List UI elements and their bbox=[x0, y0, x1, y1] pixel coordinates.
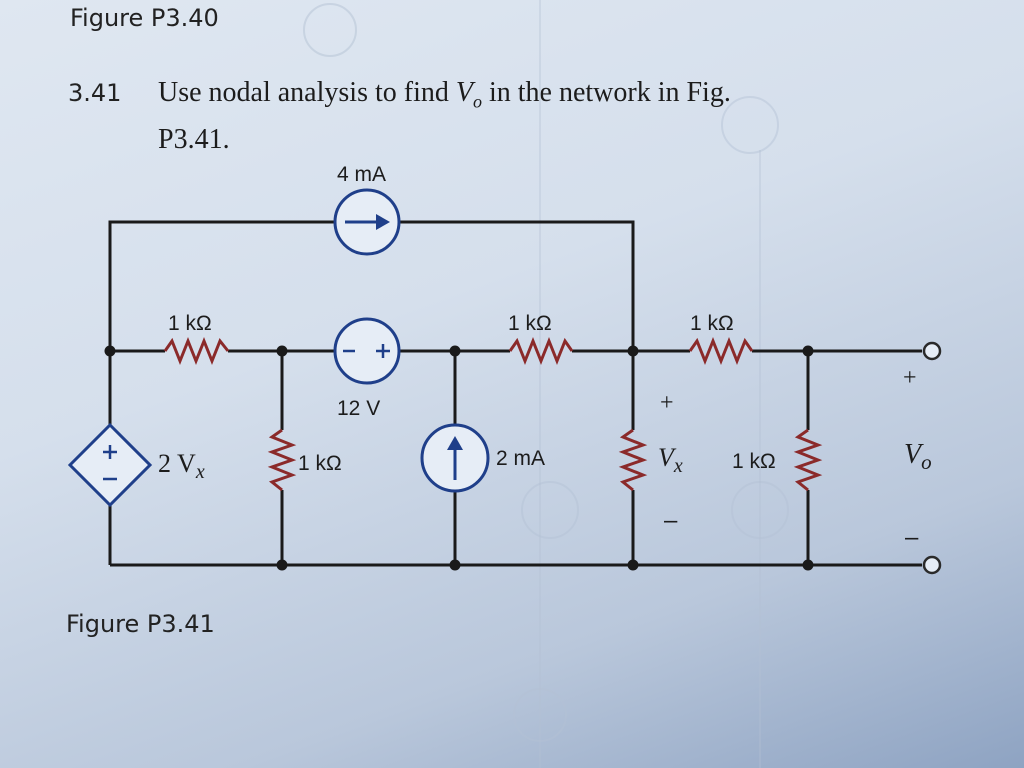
dependent-source-sub: x bbox=[195, 461, 205, 483]
node-e bbox=[802, 345, 814, 357]
voltage-source-12v-label: 12 V bbox=[337, 397, 380, 420]
resistor-top-middle bbox=[508, 336, 574, 366]
current-source-2ma bbox=[420, 423, 490, 493]
figure-caption: Figure P3.41 bbox=[66, 610, 215, 638]
vo-plus-sign: + bbox=[903, 365, 917, 391]
vx-label-sub: x bbox=[673, 455, 683, 477]
resistors-vertical bbox=[267, 428, 823, 492]
node-i bbox=[802, 559, 814, 571]
node-c bbox=[449, 345, 461, 357]
output-terminals bbox=[922, 341, 942, 575]
voltage-source-12v bbox=[333, 317, 401, 385]
resistor-top-right-label: 1 kΩ bbox=[690, 312, 734, 335]
arrow-up-head-icon bbox=[447, 436, 463, 450]
problem-variable-sub: o bbox=[472, 91, 482, 112]
current-source-4ma bbox=[333, 188, 401, 256]
node-h bbox=[627, 559, 639, 571]
node-g bbox=[449, 559, 461, 571]
dependent-voltage-source bbox=[67, 422, 153, 508]
resistor-vertical-right-label: 1 kΩ bbox=[732, 450, 776, 473]
figure-title-previous: Figure P3.40 bbox=[70, 4, 219, 32]
dependent-source-diamond bbox=[67, 422, 153, 508]
node-d bbox=[627, 345, 639, 357]
wires bbox=[108, 220, 922, 567]
vo-label-sub: o bbox=[921, 450, 932, 474]
resistor-vertical-middle bbox=[618, 428, 648, 492]
resistor-top-left-label: 1 kΩ bbox=[168, 312, 212, 335]
current-source-2ma-label: 2 mA bbox=[496, 447, 545, 470]
current-source-4ma-label: 4 mA bbox=[337, 163, 386, 186]
vo-label-main: V bbox=[904, 439, 924, 470]
resistor-vertical-right bbox=[793, 428, 823, 492]
vx-plus-sign: + bbox=[660, 390, 674, 416]
output-terminal-bottom bbox=[922, 555, 942, 575]
resistor-vertical-left-label: 1 kΩ bbox=[298, 452, 342, 475]
resistor-vertical-left bbox=[267, 428, 297, 492]
vx-minus-sign: – bbox=[664, 507, 678, 534]
problem-variable: V bbox=[455, 77, 473, 108]
vx-label-main: V bbox=[658, 443, 677, 472]
problem-statement: Use nodal analysis to find Vo in the net… bbox=[158, 74, 798, 159]
node-f bbox=[276, 559, 288, 571]
node-a bbox=[104, 345, 116, 357]
background-bleed bbox=[303, 0, 789, 768]
vo-minus-sign: – bbox=[905, 524, 919, 551]
problem-text-part2: in the network in Fig. P3.41. bbox=[158, 77, 731, 155]
junction-nodes bbox=[104, 345, 814, 571]
vx-label: Vx bbox=[658, 443, 683, 477]
problem-number: 3.41 bbox=[68, 79, 122, 107]
output-terminal-top bbox=[922, 341, 942, 361]
problem-text-part1: Use nodal analysis to find bbox=[158, 77, 456, 108]
vo-label: Vo bbox=[904, 439, 932, 474]
resistor-top-middle-label: 1 kΩ bbox=[508, 312, 552, 335]
resistor-top-left bbox=[163, 336, 230, 366]
arrow-right-head-icon bbox=[376, 214, 390, 230]
dependent-source-label: 2 Vx bbox=[158, 449, 205, 483]
node-b bbox=[276, 345, 288, 357]
resistor-top-right bbox=[688, 336, 754, 366]
resistors-horizontal bbox=[163, 336, 754, 366]
dependent-source-value: 2 V bbox=[158, 449, 196, 478]
voltage-source-12v-circle bbox=[333, 317, 401, 385]
